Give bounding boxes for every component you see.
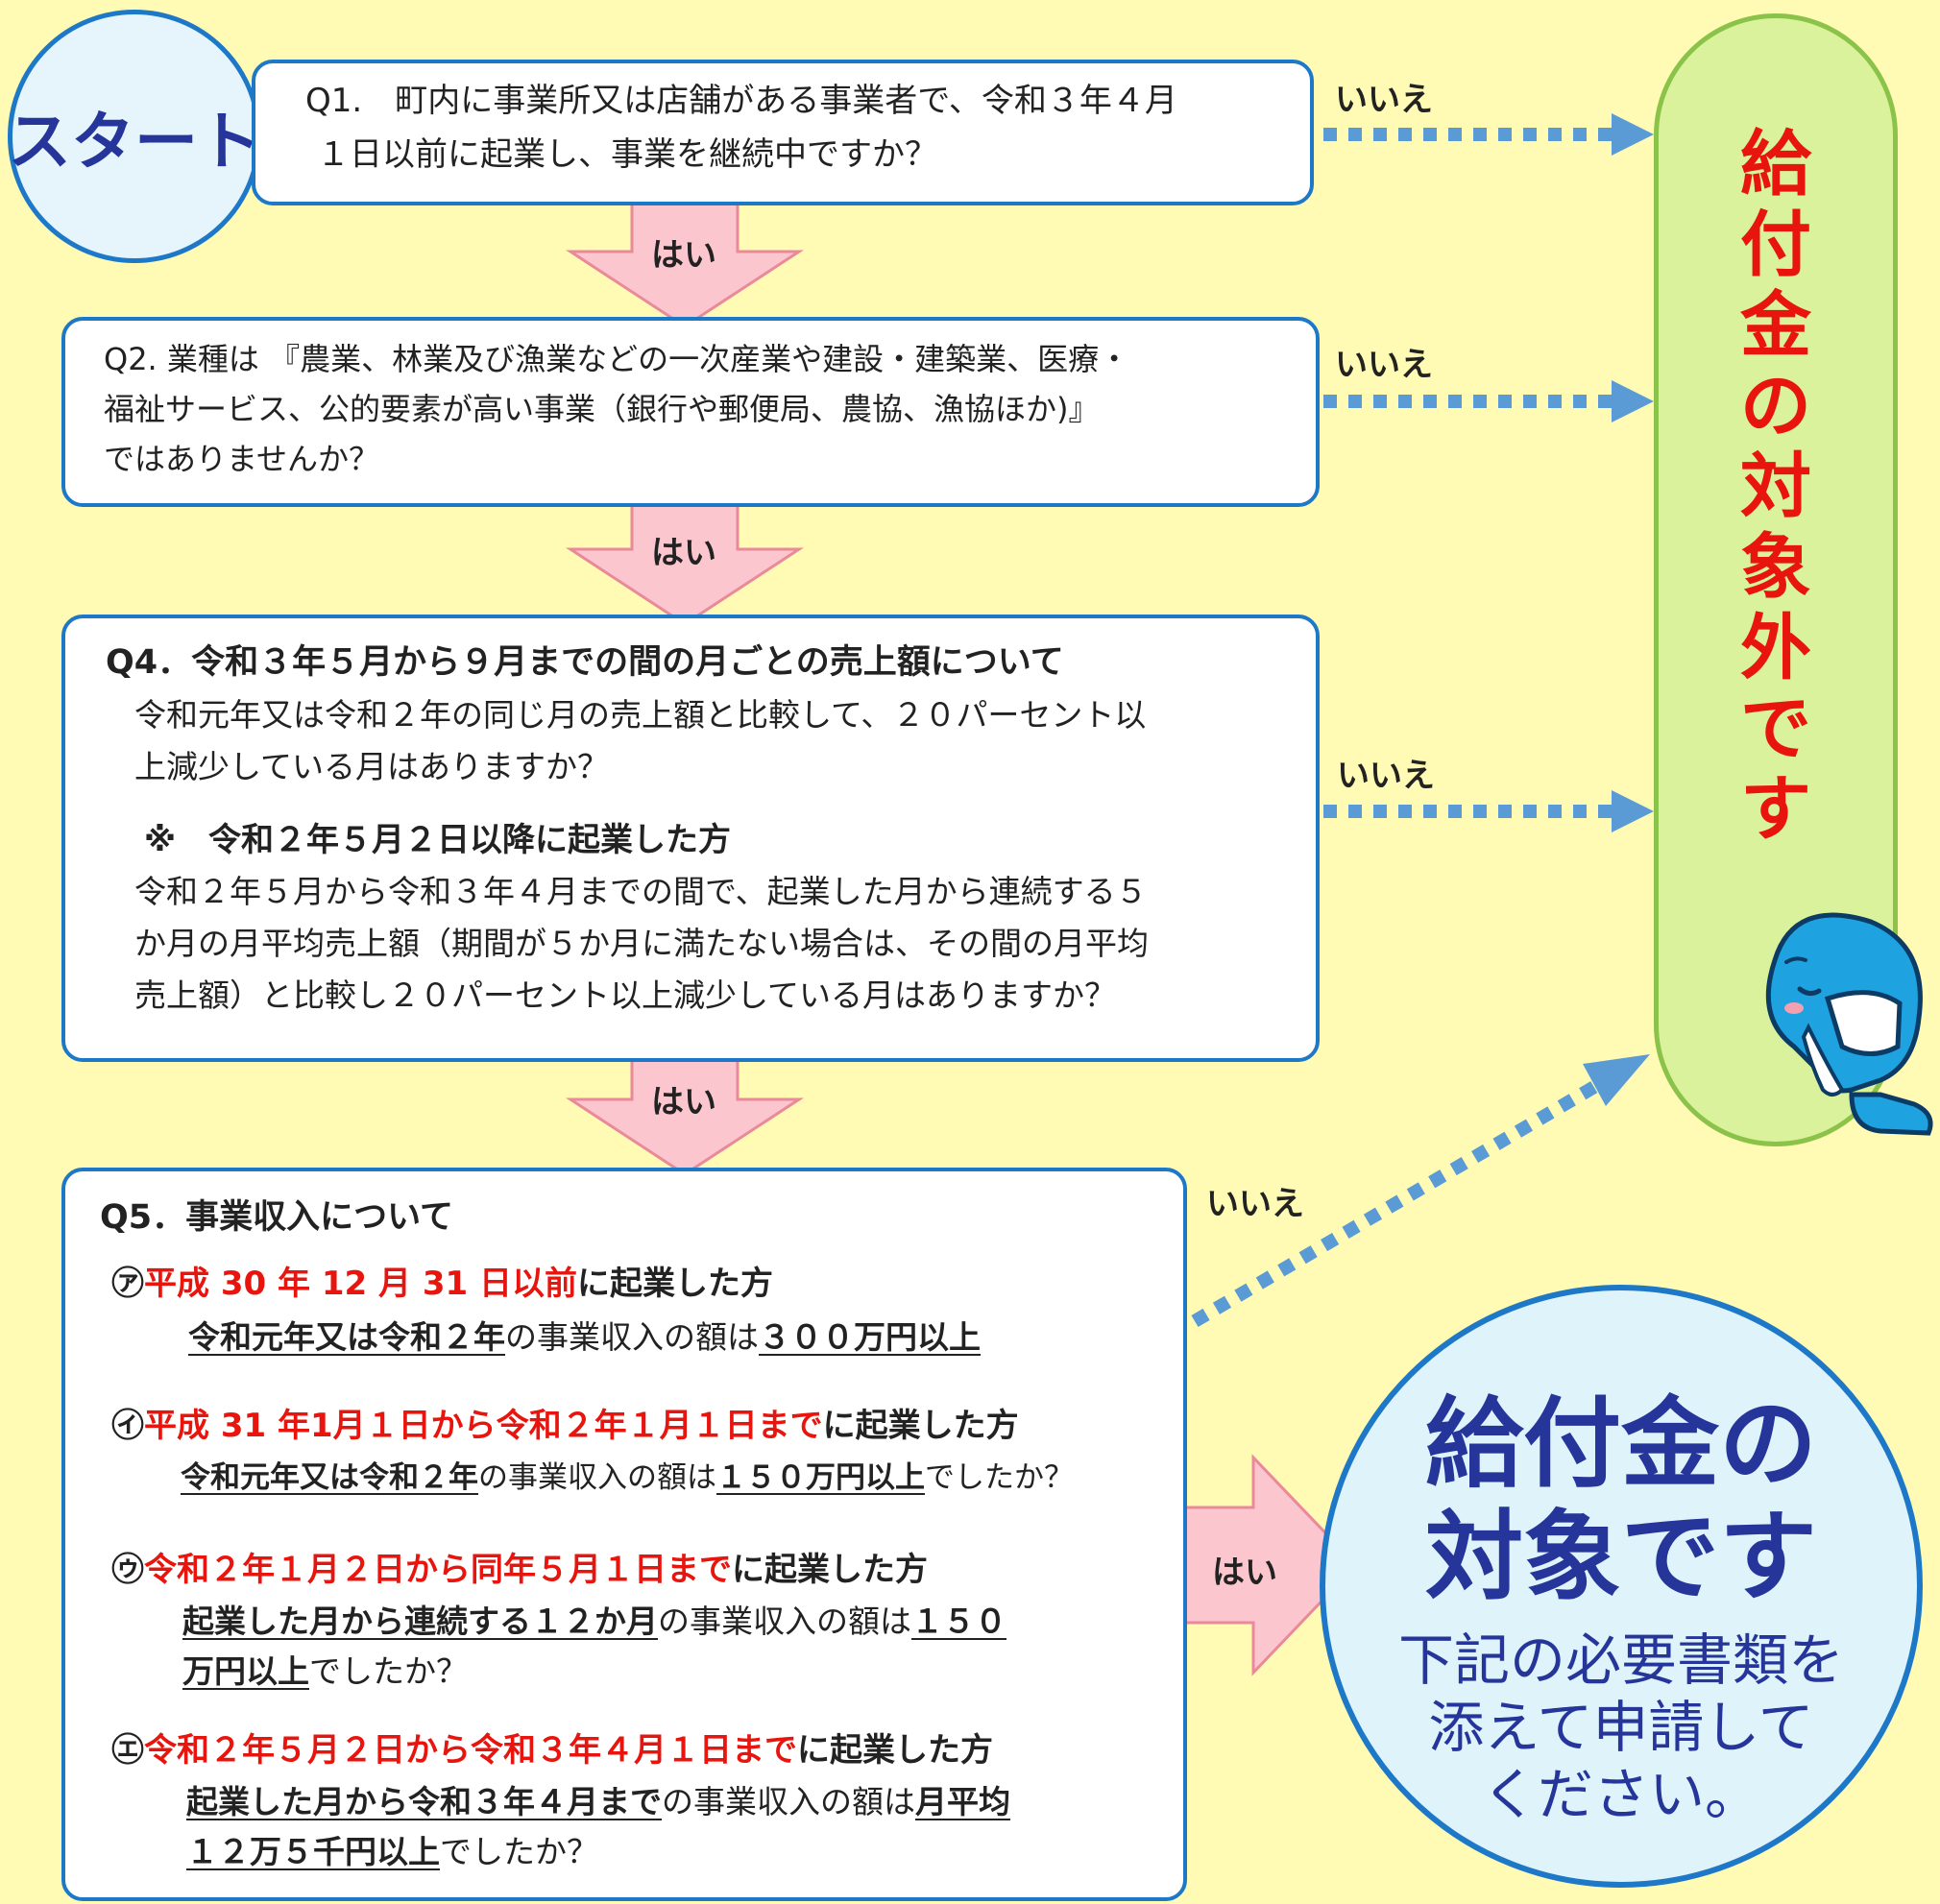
option-c-period: 令和２年１月２日から同年５月１日まで (144, 1551, 732, 1589)
option-a-d3: ３００万円以上 (759, 1318, 981, 1356)
eligible-circle: 給付金の 対象です 下記の必要書類を 添えて申請して ください。 (1320, 1285, 1923, 1888)
question-2-box (61, 317, 1320, 507)
no-label-3: いいえ (1337, 757, 1435, 795)
option-c-mark: ㋒ (111, 1551, 144, 1589)
question-5-box (61, 1168, 1187, 1901)
option-c-suffix: に起業した方 (732, 1551, 928, 1589)
q4-line-4: か月の月平均売上額（期間が５か月に満たない場合は、その間の月平均 (134, 925, 1149, 962)
question-4-box (61, 615, 1320, 1062)
option-d-d4: １２万５千円以上 (186, 1833, 440, 1870)
no-arrow-3-head (1612, 790, 1654, 832)
q5-option-a-title: ㋐平成 30 年 12 月 31 日以前に起業した方 (111, 1265, 773, 1303)
mascot-bowing-illustration (1765, 912, 1933, 1136)
option-d-d5: でしたか？ (440, 1833, 598, 1870)
option-d-period: 令和２年５月２日から令和３年４月１日まで (144, 1731, 797, 1770)
eligible-subtitle-line-3: ください。 (1481, 1762, 1760, 1827)
option-c-d1: 起業した月から連続する１２か月 (182, 1603, 658, 1640)
no-arrow-1-head (1612, 113, 1654, 156)
q4-line-2: 上減少している月はありますか？ (134, 748, 610, 785)
option-d-d1: 起業した月から令和３年４月まで (186, 1783, 662, 1820)
q5-heading: Q5．事業収入について (100, 1198, 454, 1237)
not-eligible-char: 給 (1740, 123, 1811, 205)
option-b-d4: でしたか？ (925, 1460, 1074, 1495)
start-label: スタート (8, 105, 261, 179)
option-c-d5: でしたか？ (309, 1652, 468, 1690)
no-label-1: いいえ (1335, 81, 1433, 119)
option-d-mark: ㋓ (111, 1731, 144, 1770)
q1-line-1: Q1. 町内に事業所又は店舗がある事業者で、令和３年４月 (305, 82, 1177, 120)
option-b-d1: 令和元年又は令和２年 (181, 1460, 478, 1495)
q2-line-2: 福祉サービス、公的要素が高い事業（銀行や郵便局、農協、漁協ほか)』 (104, 391, 1100, 427)
q2-line-1: Q2. 業種は 『農業、林業及び漁業などの一次産業や建設・建築業、医療・ (104, 341, 1130, 377)
not-eligible-char: 外 (1740, 607, 1811, 689)
no-arrow-2-head (1612, 380, 1654, 422)
option-b-suffix: に起業した方 (822, 1407, 1019, 1445)
not-eligible-char: で (1740, 687, 1811, 770)
q5-option-c-title: ㋒令和２年１月２日から同年５月１日までに起業した方 (111, 1551, 928, 1589)
yes-label-1: はい (651, 236, 716, 275)
no-arrow-4 (1191, 1080, 1598, 1328)
q1-line-2: １日以前に起業し、事業を継続中ですか？ (317, 135, 937, 174)
option-b-period: 平成 31 年1月１日から令和２年１月１日まで (144, 1407, 823, 1445)
option-c-d3: １５０ (911, 1603, 1006, 1640)
no-arrow-4-head (1583, 1054, 1650, 1106)
q5-option-d-detail-2: １２万５千円以上でしたか？ (186, 1834, 598, 1870)
no-label-4: いいえ (1206, 1185, 1304, 1223)
q5-option-c-detail-2: 万円以上でしたか？ (182, 1653, 468, 1690)
q5-option-a-detail: 令和元年又は令和２年の事業収入の額は３００万円以上 (188, 1319, 981, 1356)
q5-option-d-title: ㋓令和２年５月２日から令和３年４月１日までに起業した方 (111, 1731, 993, 1770)
option-a-mark: ㋐ (111, 1265, 144, 1303)
option-c-d2: の事業収入の額は (658, 1603, 911, 1640)
not-eligible-char: 対 (1740, 446, 1811, 528)
not-eligible-char: 付 (1740, 204, 1811, 286)
q2-line-3: ではありませんか？ (104, 441, 380, 477)
q4-line-3: 令和２年５月から令和３年４月までの間で、起業した月から連続する５ (134, 873, 1148, 910)
option-b-mark: ㋑ (111, 1407, 144, 1445)
option-a-suffix: に起業した方 (576, 1265, 773, 1303)
q4-heading: Q4．令和３年５月から９月までの間の月ごとの売上額について (106, 643, 1064, 682)
q5-option-b-detail: 令和元年又は令和２年の事業収入の額は１５０万円以上でしたか？ (181, 1460, 1074, 1496)
not-eligible-char: の (1740, 365, 1811, 447)
q5-option-d-detail-1: 起業した月から令和３年４月までの事業収入の額は月平均 (186, 1784, 1010, 1820)
option-d-d2: の事業収入の額は (662, 1783, 915, 1820)
option-d-d3: 月平均 (915, 1783, 1010, 1820)
q4-line-1: 令和元年又は令和２年の同じ月の売上額と比較して、２０パーセント以 (134, 696, 1147, 734)
not-eligible-text: 給 付 金 の 対 象 外 で す (1659, 124, 1893, 850)
no-label-2: いいえ (1335, 346, 1433, 384)
not-eligible-char: 象 (1740, 526, 1811, 609)
q4-line-5: 売上額）と比較し２０パーセント以上減少している月はありますか？ (134, 976, 1117, 1014)
option-b-d3: １５０万円以上 (716, 1460, 925, 1495)
eligible-subtitle-line-2: 添えて申請して (1428, 1695, 1814, 1760)
yes-label-3: はい (651, 1083, 716, 1121)
option-a-d2: の事業収入の額は (505, 1318, 759, 1356)
option-c-d4: 万円以上 (182, 1652, 309, 1690)
option-d-suffix: に起業した方 (797, 1731, 993, 1770)
yes-label-2: はい (651, 534, 716, 572)
q5-option-b-title: ㋑平成 31 年1月１日から令和２年１月１日までに起業した方 (111, 1407, 1019, 1445)
eligible-title-line-2: 対象です (1425, 1501, 1817, 1615)
yes-label-4: はい (1212, 1554, 1277, 1592)
not-eligible-char: す (1740, 768, 1811, 851)
start-circle: スタート (8, 10, 261, 263)
not-eligible-char: 金 (1740, 284, 1811, 367)
option-a-period: 平成 30 年 12 月 31 日以前 (144, 1265, 577, 1303)
option-a-d1: 令和元年又は令和２年 (188, 1318, 505, 1356)
q4-note: ※ 令和２年５月２日以降に起業した方 (144, 821, 732, 859)
option-b-d2: の事業収入の額は (478, 1460, 716, 1495)
eligible-title-line-1: 給付金の (1425, 1387, 1817, 1502)
eligible-subtitle-line-1: 下記の必要書類を (1397, 1627, 1844, 1693)
question-1-box (252, 60, 1314, 205)
q5-option-c-detail-1: 起業した月から連続する１２か月の事業収入の額は１５０ (182, 1603, 1006, 1640)
